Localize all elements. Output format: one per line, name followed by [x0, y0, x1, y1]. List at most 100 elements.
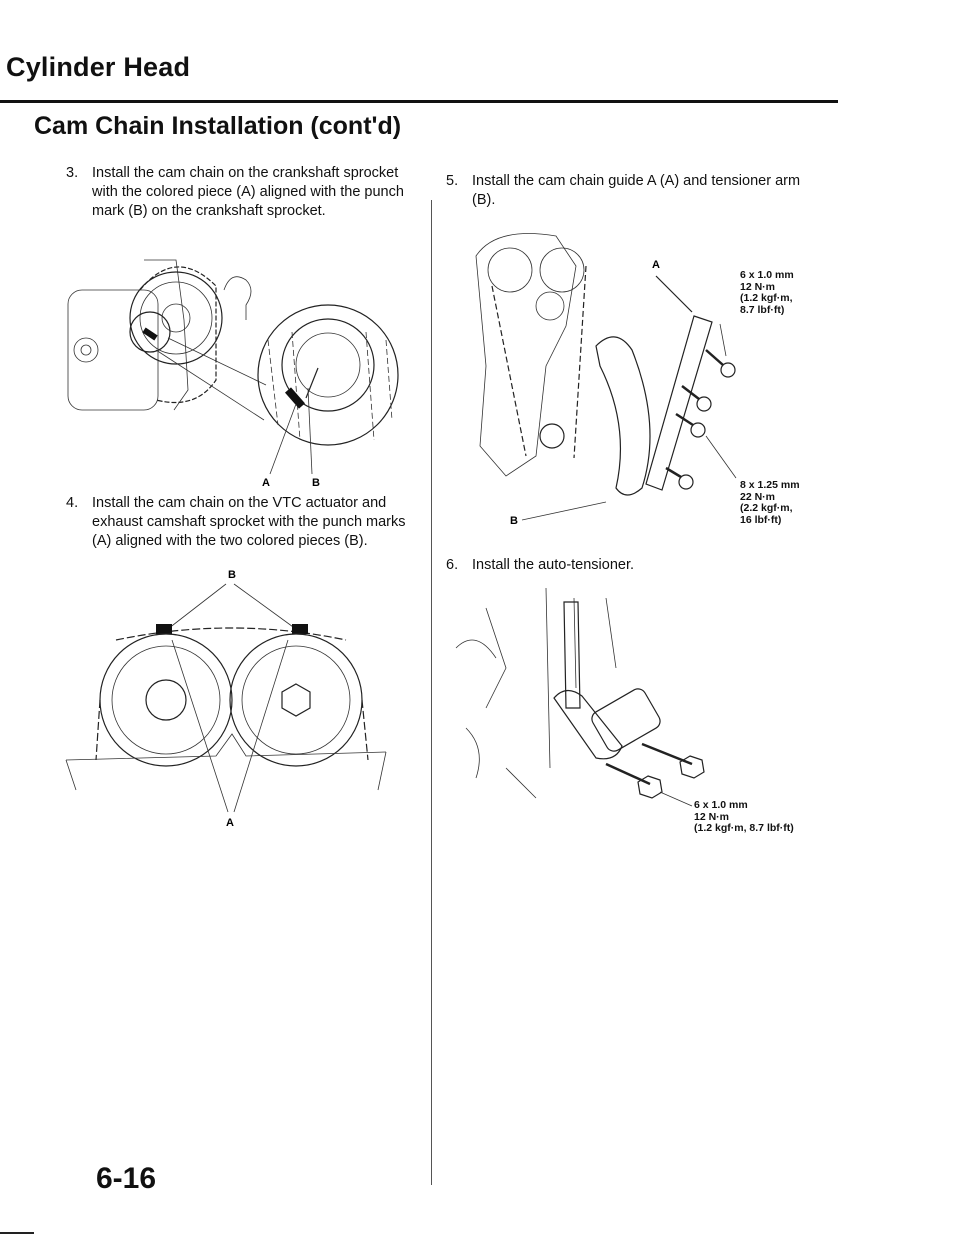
- label-b: B: [510, 515, 518, 527]
- auto-tensioner-body: [591, 688, 661, 752]
- crank-sprocket-figure: A B: [67, 259, 399, 489]
- step-number: 6.: [446, 557, 459, 573]
- step-number: 3.: [66, 165, 79, 181]
- vtc-actuator-sprocket: [99, 633, 233, 767]
- spec-line: (1.2 kgf·m,: [740, 292, 793, 304]
- chain-top: [115, 627, 347, 641]
- cam-sprocket: [487, 247, 533, 293]
- column-divider: [431, 200, 432, 1185]
- step-text: Install the cam chain on the crankshaft …: [92, 165, 404, 219]
- guide-tensioner-figure: A B: [475, 233, 737, 527]
- sprocket: [129, 271, 223, 365]
- header-rule: [0, 100, 838, 103]
- colored-piece-detail: [284, 387, 306, 409]
- step-4: 4. Install the cam chain on the VTC actu…: [66, 494, 406, 551]
- colored-piece: [292, 624, 308, 634]
- auto-tensioner-figure: [455, 587, 705, 807]
- leader-b: [233, 583, 301, 633]
- hex-bolt: [281, 683, 311, 717]
- sprocket-detail: [281, 318, 375, 412]
- leader-a: [655, 275, 693, 313]
- cam-sprocket: [539, 247, 585, 293]
- crank-sprocket: [539, 423, 565, 449]
- colored-piece: [142, 327, 158, 341]
- step-number: 5.: [446, 173, 459, 189]
- label-b: B: [312, 477, 320, 489]
- leader-spec: [659, 791, 693, 807]
- leader-b: [163, 583, 227, 633]
- block-outline: [67, 289, 159, 411]
- sprocket-detail-inner: [295, 332, 361, 398]
- chain: [491, 265, 587, 459]
- step-text: Install the auto-tensioner.: [472, 557, 635, 573]
- spec-auto-tensioner-bolt: 6 x 1.0 mm 12 N·m (1.2 kgf·m, 8.7 lbf·ft…: [694, 799, 794, 835]
- spec-line: 22 N·m: [740, 490, 776, 503]
- leader-b: [521, 501, 607, 521]
- footer-rule: [0, 1232, 34, 1234]
- spec-line: (2.2 kgf·m,: [740, 502, 793, 514]
- magnify-circle-small: [129, 311, 171, 353]
- spec-line: 12 N·m: [694, 810, 730, 823]
- sprocket-hub: [161, 303, 191, 333]
- idler: [535, 291, 565, 321]
- label-b: B: [228, 569, 236, 581]
- spec-large-bolt: 8 x 1.25 mm 22 N·m (2.2 kgf·m, 16 lbf·ft…: [740, 479, 800, 526]
- punch-mark: [305, 367, 319, 399]
- tensioner-arm: [595, 336, 651, 496]
- sprocket-inner: [241, 645, 351, 755]
- page-title: Cylinder Head: [6, 52, 191, 82]
- label-a: A: [226, 817, 234, 829]
- bolt-hole: [73, 337, 99, 363]
- chain-guide: [563, 601, 581, 709]
- bolt-hole: [80, 344, 92, 356]
- magnify-circle-large: [257, 304, 399, 446]
- spec-line: 8.7 lbf·ft): [740, 303, 785, 316]
- tensioner-plunger: [553, 689, 623, 760]
- bolt-6x1: [705, 349, 736, 378]
- spec-small-bolt: 6 x 1.0 mm 12 N·m (1.2 kgf·m, 8.7 lbf·ft…: [740, 269, 794, 316]
- head-outline: [65, 751, 387, 791]
- spec-line: 6 x 1.0 mm: [694, 799, 748, 811]
- leader-a: [269, 403, 297, 475]
- bolt-8x125: [665, 466, 694, 490]
- step-5: 5. Install the cam chain guide A (A) and…: [446, 172, 826, 210]
- leader-a: [233, 639, 289, 813]
- leader: [155, 349, 265, 421]
- engine-block-outline: [475, 233, 577, 477]
- step-text: Install the cam chain on the VTC actuato…: [92, 495, 406, 549]
- exhaust-cam-sprocket: [229, 633, 363, 767]
- chain-guide-a: [645, 315, 713, 491]
- spec-line: 6 x 1.0 mm: [740, 269, 794, 281]
- leader-spec-large: [705, 435, 737, 479]
- chain: [139, 266, 217, 404]
- mount-bolt: [641, 742, 705, 779]
- chain-tensioner: [223, 276, 252, 320]
- leader-spec-small: [719, 323, 727, 357]
- sprocket-inner: [139, 281, 213, 355]
- sprocket-inner: [111, 645, 221, 755]
- mount-bolt: [605, 762, 663, 799]
- head-outline: [65, 733, 387, 761]
- chain-sides: [95, 699, 369, 761]
- spec-line: 16 lbf·ft): [740, 513, 782, 526]
- label-a: A: [262, 477, 270, 489]
- step-number: 4.: [66, 495, 79, 511]
- colored-piece: [156, 624, 172, 634]
- label-a: A: [652, 259, 660, 271]
- leader-a: [171, 639, 229, 813]
- engine-outline: [485, 587, 617, 769]
- leader-b: [307, 387, 313, 475]
- chain-guide: [144, 259, 189, 411]
- sprocket-hub: [145, 679, 187, 721]
- chain-links: [267, 331, 393, 441]
- engine-outline: [455, 639, 537, 799]
- spec-line: (1.2 kgf·m, 8.7 lbf·ft): [694, 822, 794, 834]
- spec-line: 8 x 1.25 mm: [740, 479, 800, 491]
- page-number: 6-16: [96, 1162, 157, 1195]
- step-text: Install the cam chain guide A (A) and te…: [472, 173, 801, 208]
- bolt-8x125: [681, 385, 712, 412]
- spec-line: 12 N·m: [740, 280, 776, 293]
- leader: [167, 337, 267, 386]
- step-6: 6. Install the auto-tensioner.: [446, 556, 826, 575]
- cam-sprockets-figure: B A: [65, 569, 387, 829]
